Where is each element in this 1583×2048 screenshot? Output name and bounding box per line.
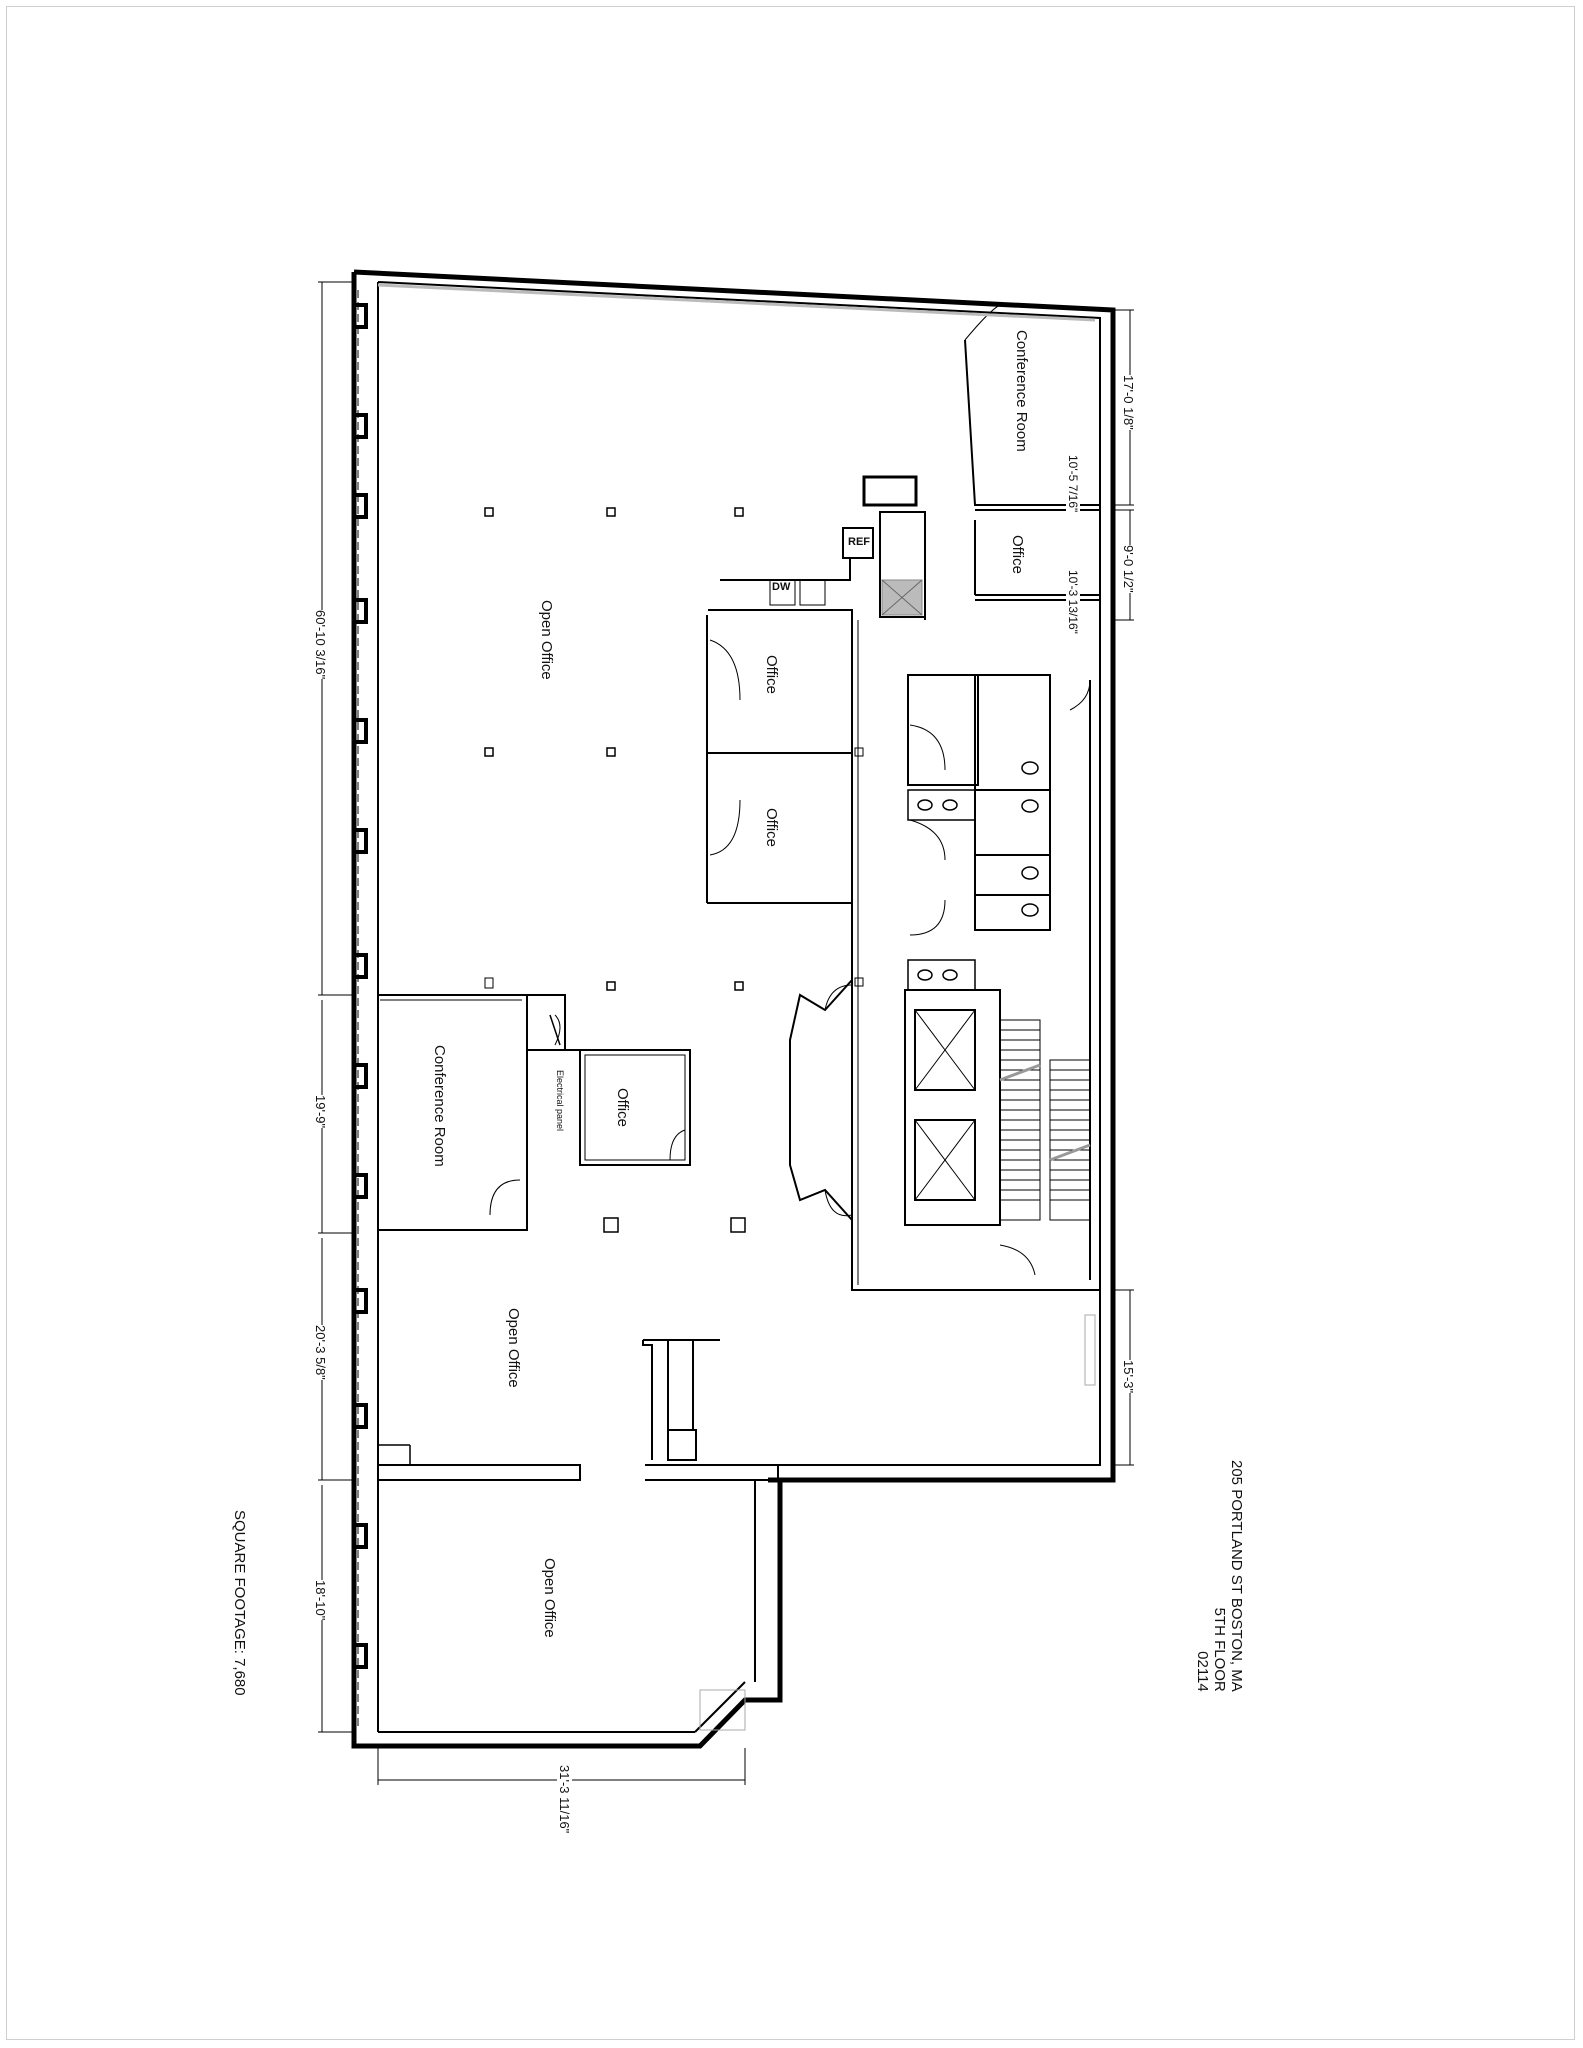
- room-label-open-office-bottom: Open Office: [541, 1558, 558, 1638]
- dim-left-mid: 19'-9": [313, 1095, 328, 1129]
- dim-office-width: 10'-3 13/16": [1066, 570, 1080, 634]
- dim-left-bottom: 18'-10": [313, 1580, 328, 1621]
- address-line: 205 PORTLAND ST BOSTON, MA: [1228, 1460, 1245, 1692]
- exterior-wall: [353, 269, 1116, 1483]
- dim-right-top: 17'-0 1/8": [1121, 375, 1136, 430]
- dim-left-lower: 20'-3 5/8": [313, 1325, 328, 1380]
- room-label-open-office: Open Office: [538, 600, 555, 680]
- dim-conf-room-width: 10'-5 7/16": [1066, 455, 1080, 513]
- room-label-office-small: Office: [614, 1088, 631, 1127]
- zip-line: 02114: [1194, 1651, 1211, 1692]
- square-footage: SQUARE FOOTAGE: 7,680: [231, 1510, 248, 1696]
- dim-left-top: 60'-10 3/16": [313, 610, 328, 680]
- dim-right-second: 9'-0 1/2": [1121, 545, 1136, 593]
- electrical-panel-label: Electrical panel: [555, 1070, 565, 1132]
- room-label-conference-room-left: Conference Room: [431, 1045, 448, 1167]
- room-label-open-office-mid: Open Office: [505, 1308, 522, 1388]
- dim-right-lower: 15'-3": [1121, 1360, 1136, 1394]
- dim-bottom: 31'-3 11/16": [557, 1765, 572, 1834]
- room-label-office-1: Office: [763, 655, 780, 694]
- floor-line: 5TH FLOOR: [1211, 1607, 1228, 1692]
- dishwasher-label: DW: [772, 581, 791, 593]
- exterior-wall-lower: [351, 272, 783, 1749]
- refrigerator-label: REF: [848, 536, 870, 548]
- page-border: [6, 6, 1575, 2040]
- room-label-office-top-right: Office: [1009, 535, 1026, 574]
- title-block: 205 PORTLAND ST BOSTON, MA 5TH FLOOR 021…: [1194, 1460, 1245, 1692]
- room-label-office-2: Office: [763, 808, 780, 847]
- room-label-conference-room-top: Conference Room: [1013, 330, 1030, 452]
